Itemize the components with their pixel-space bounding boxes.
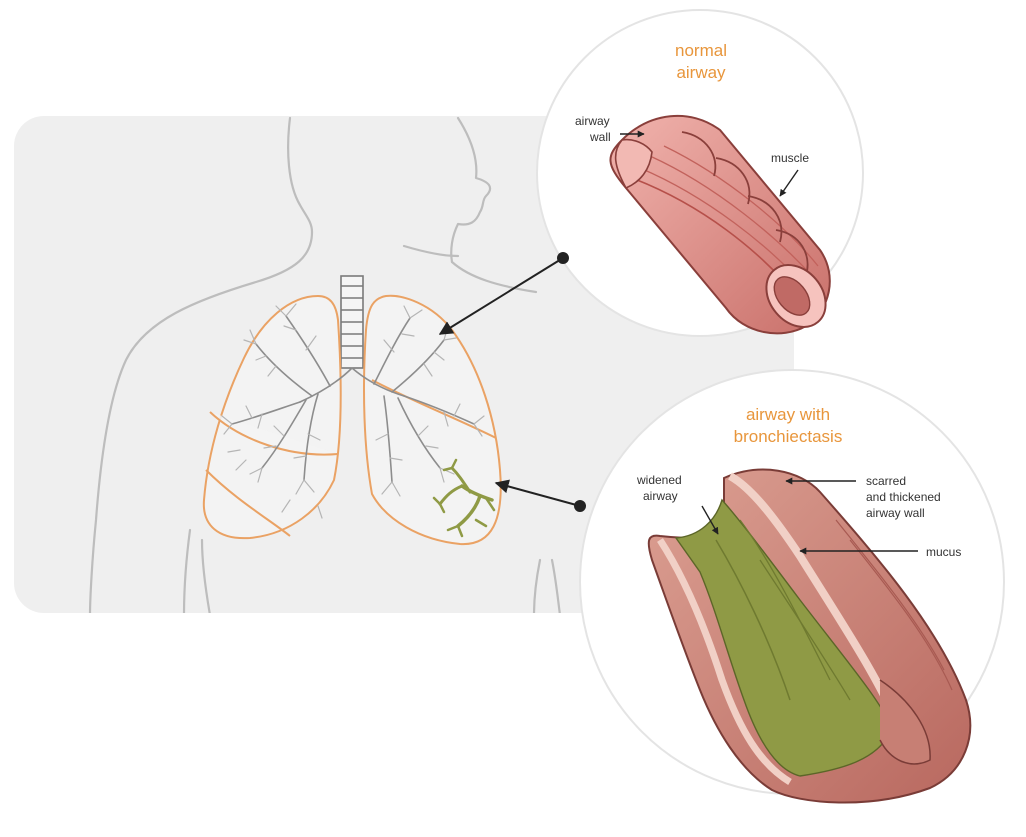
mucus-label: mucus — [926, 545, 961, 559]
muscle-label: muscle — [771, 151, 809, 165]
trachea — [341, 276, 363, 368]
